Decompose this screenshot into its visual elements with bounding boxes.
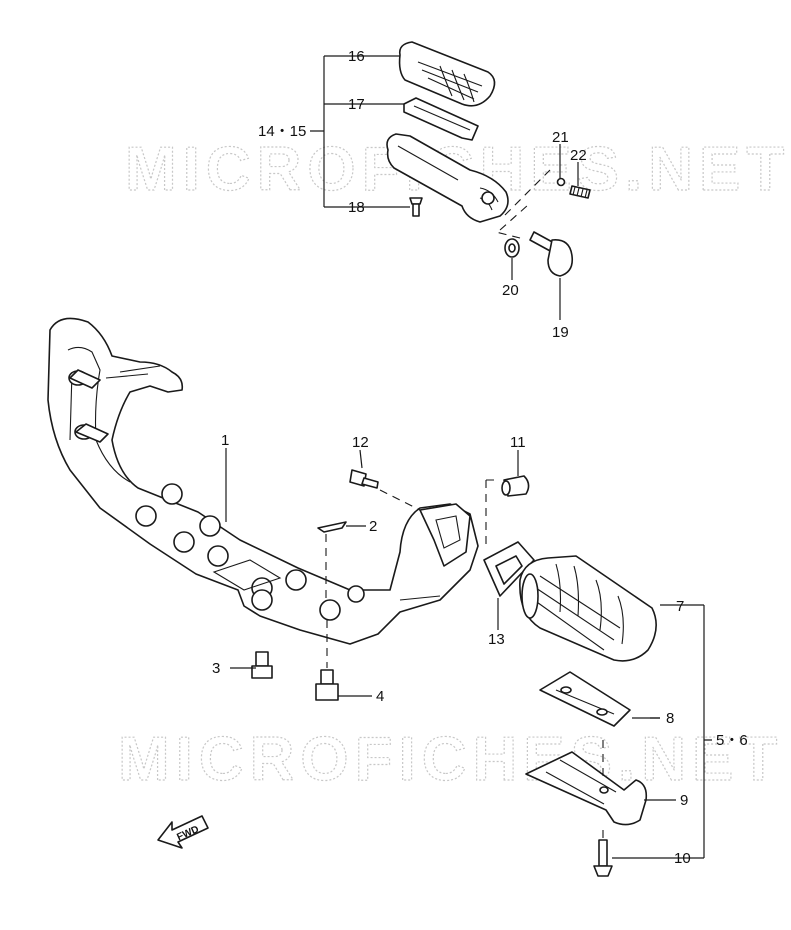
pin-11 — [501, 475, 530, 497]
callout-10: 10 — [674, 850, 691, 867]
ball-21 — [556, 177, 566, 187]
callout-22: 22 — [570, 147, 587, 164]
footpeg-rubber-7 — [519, 555, 657, 662]
callout-bracket-14-15 — [310, 55, 410, 208]
callout-bracket-5-6 — [612, 604, 712, 859]
washer-20 — [504, 238, 520, 258]
bolt-3 — [251, 651, 273, 679]
footrest-bracket — [386, 133, 509, 223]
leader-lines — [225, 144, 676, 801]
callout-19: 19 — [552, 324, 569, 341]
rubber-plate-13 — [483, 541, 535, 597]
main-frame-bracket-1 — [47, 317, 479, 645]
callout-1: 1 — [221, 432, 229, 449]
callout-13: 13 — [488, 631, 505, 648]
callout-3: 3 — [212, 660, 220, 677]
callout-20: 20 — [502, 282, 519, 299]
pivot-bolt-19 — [529, 231, 574, 277]
callout-7: 7 — [676, 598, 684, 615]
bolt-12 — [349, 469, 379, 489]
callout-11: 11 — [510, 434, 526, 451]
callout-18: 18 — [348, 199, 365, 216]
callout-9: 9 — [680, 792, 688, 809]
spring-22 — [569, 185, 591, 199]
cotter-pin-2 — [317, 521, 347, 533]
callout-4: 4 — [376, 688, 384, 705]
callout-2: 2 — [369, 518, 377, 535]
callout-8: 8 — [666, 710, 674, 727]
forward-arrow-icon: FWD — [157, 815, 209, 849]
callout-17: 17 — [348, 96, 365, 113]
callout-12: 12 — [352, 434, 369, 451]
watermark-bottom: MICROFICHES.NET — [118, 725, 783, 794]
plate-8 — [539, 671, 631, 727]
callout-21: 21 — [552, 129, 569, 146]
bracket-plate-17 — [403, 97, 479, 141]
rubber-grip-16 — [398, 41, 496, 107]
footpeg-assembly-front — [519, 555, 657, 877]
callout-16: 16 — [348, 48, 365, 65]
screw-10 — [593, 839, 613, 877]
screw-18 — [409, 197, 423, 217]
footrest-assembly-rear — [386, 41, 591, 277]
callout-14-15: 14・15 — [258, 123, 306, 140]
callout-5-6: 5・6 — [716, 732, 748, 749]
bolt-4 — [315, 669, 339, 701]
callout-labels: 1 2 3 4 5・6 7 8 9 10 11 12 13 14・15 16 1… — [212, 48, 748, 867]
